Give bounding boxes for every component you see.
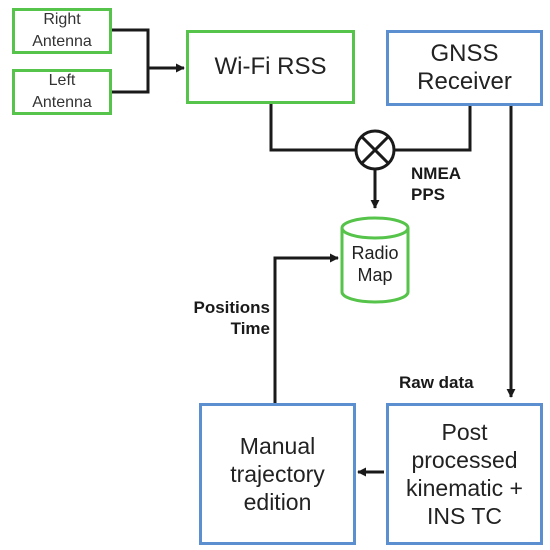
right-antenna-label: Right Antenna xyxy=(32,11,92,50)
left-antenna-label: Left Antenna xyxy=(32,72,92,111)
radio-map-label: Radio Map xyxy=(351,243,399,285)
wifi-rss-label: Wi-Fi RSS xyxy=(214,53,327,80)
wifi-to-mixer-connector xyxy=(269,104,356,152)
manual-to-radio-map-arrow xyxy=(273,253,339,403)
post-processing-label: Post processed kinematic + INS TC xyxy=(406,419,523,529)
wifi-rss-box: Wi-Fi RSS xyxy=(186,30,355,104)
manual-trajectory-box: Manual trajectory edition xyxy=(199,403,356,545)
raw-data-label: Raw data xyxy=(399,373,474,392)
gnss-receiver-box: GNSS Receiver xyxy=(386,30,543,106)
left-antenna-connector xyxy=(112,68,150,94)
gnss-to-mixer-connector xyxy=(394,106,472,152)
nmea-pps-label: NMEA PPS xyxy=(411,164,462,204)
gnss-receiver-label: GNSS Receiver xyxy=(417,40,512,95)
manual-trajectory-label: Manual trajectory edition xyxy=(230,433,325,515)
post-processing-box: Post processed kinematic + INS TC xyxy=(386,403,543,545)
right-antenna-connector xyxy=(112,28,150,68)
mixer-icon xyxy=(354,129,396,171)
right-antenna-box: Right Antenna xyxy=(12,8,112,54)
radio-map-icon xyxy=(340,216,410,304)
positions-time-label: Positions Time xyxy=(193,298,270,338)
left-antenna-box: Left Antenna xyxy=(12,69,112,115)
